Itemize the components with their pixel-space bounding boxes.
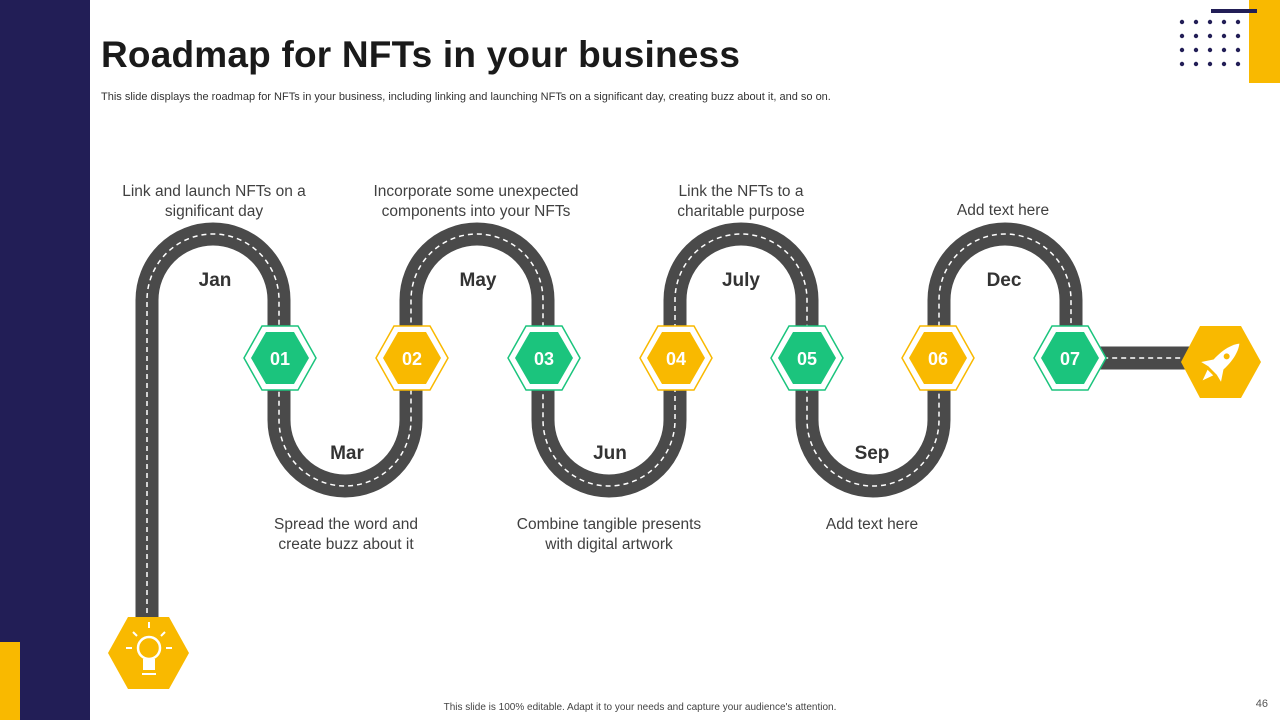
- milestone-number: 05: [797, 349, 817, 369]
- month-sep: Sep: [854, 443, 890, 464]
- caption-dec: Add text here: [956, 202, 1050, 219]
- page-subtitle: This slide displays the roadmap for NFTs…: [101, 91, 831, 103]
- milestone-05: 05: [770, 325, 844, 391]
- milestone-04: 04: [639, 325, 713, 391]
- milestone-01: 01: [243, 325, 317, 391]
- month-jan: Jan: [198, 270, 232, 291]
- footer-note: This slide is 100% editable. Adapt it to…: [443, 702, 837, 713]
- rocket-icon: [1181, 326, 1261, 398]
- dot-grid-decoration: [1179, 19, 1241, 67]
- top-accent-line: [1211, 9, 1257, 13]
- right-yellow-accent: [1249, 0, 1280, 83]
- milestone-number: 02: [402, 349, 422, 369]
- milestone-number: 07: [1060, 349, 1080, 369]
- month-july: July: [721, 270, 761, 291]
- caption-mar: Spread the word and create buzz about it: [274, 516, 418, 553]
- caption-jun: Combine tangible presents with digital a…: [516, 516, 702, 553]
- month-may: May: [459, 270, 497, 291]
- month-dec: Dec: [986, 270, 1022, 291]
- milestone-07: 07: [1033, 325, 1107, 391]
- month-jun: Jun: [593, 443, 627, 464]
- milestone-number: 04: [666, 349, 686, 369]
- caption-may: Incorporate some unexpected components i…: [373, 183, 579, 220]
- milestone-number: 06: [928, 349, 948, 369]
- milestone-06: 06: [901, 325, 975, 391]
- milestone-number: 03: [534, 349, 554, 369]
- month-mar: Mar: [330, 443, 364, 464]
- lightbulb-icon: [108, 617, 189, 689]
- milestone-02: 02: [375, 325, 449, 391]
- left-navy-band: [0, 0, 90, 720]
- page-title: Roadmap for NFTs in your business: [101, 34, 741, 75]
- page-number: 46: [1255, 698, 1268, 710]
- caption-july: Link the NFTs to a charitable purpose: [677, 183, 805, 220]
- milestone-number: 01: [270, 349, 290, 369]
- milestone-03: 03: [507, 325, 581, 391]
- caption-sep: Add text here: [825, 516, 919, 533]
- caption-jan: Link and launch NFTs on a significant da…: [122, 183, 306, 220]
- left-yellow-accent: [0, 642, 20, 720]
